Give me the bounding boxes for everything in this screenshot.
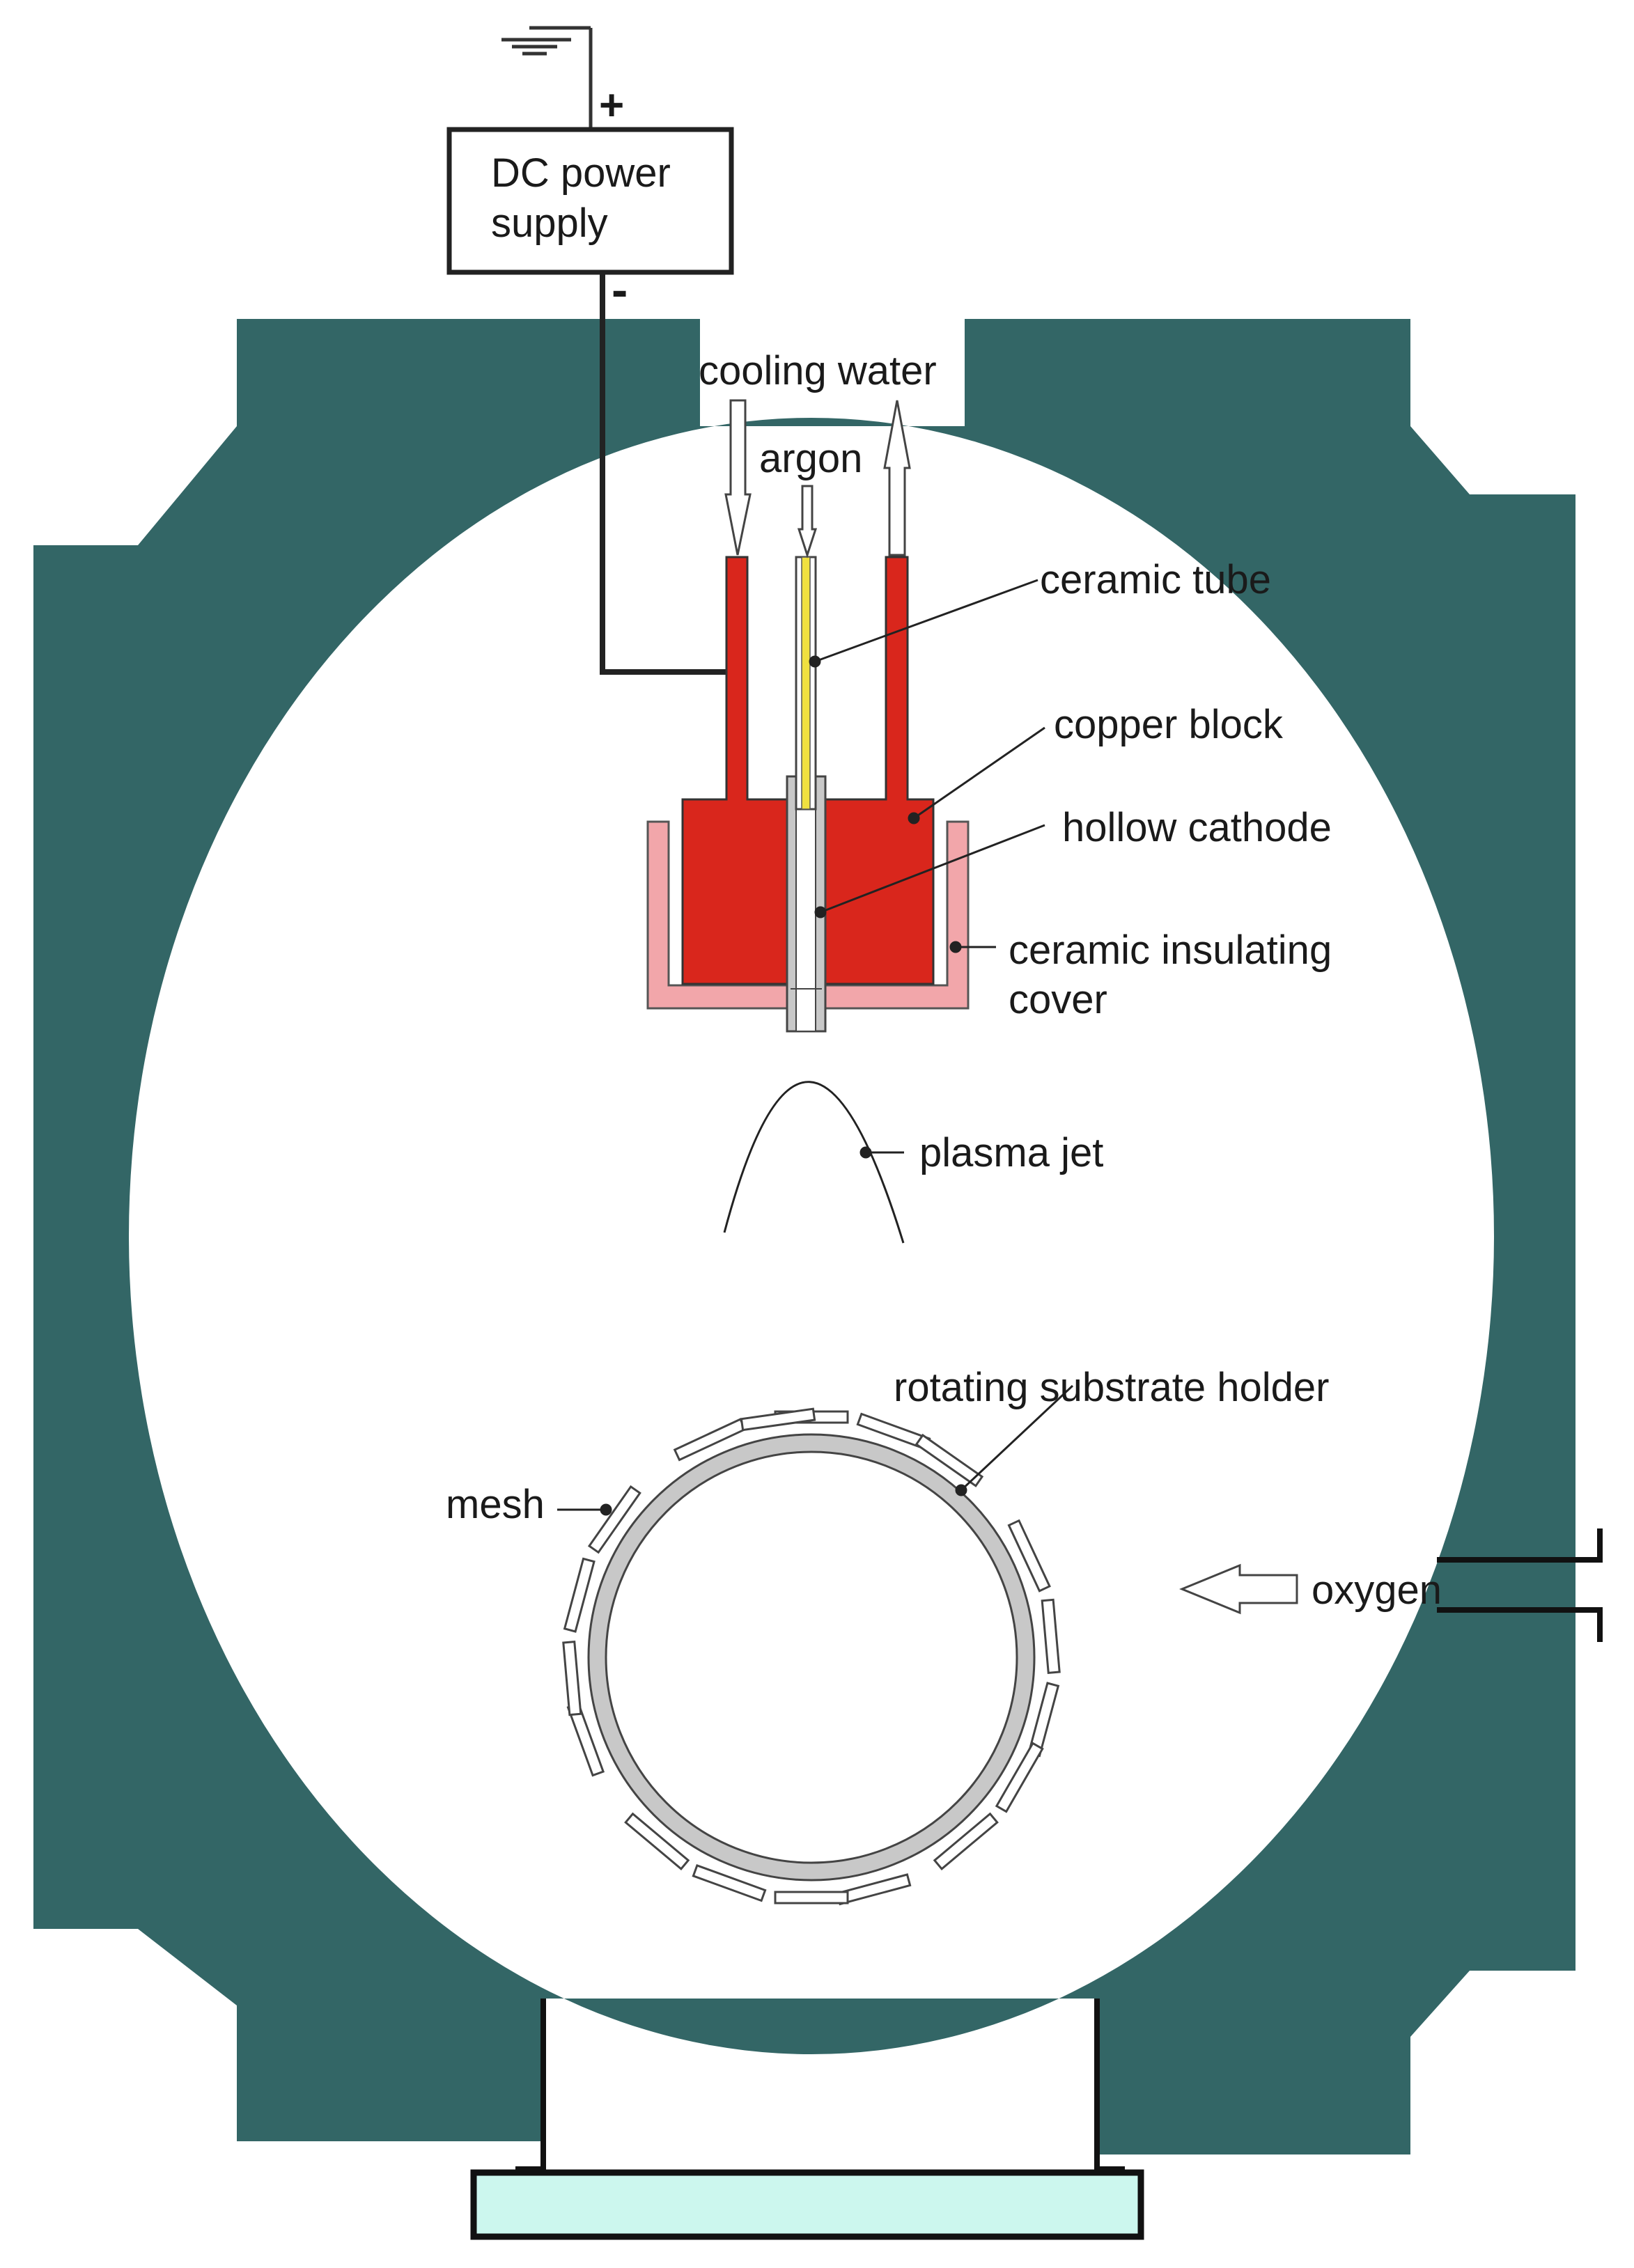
- negative-terminal-label: -: [612, 263, 628, 317]
- mesh-panel: [933, 1812, 999, 1870]
- cooling-water-label: cooling water: [699, 348, 937, 393]
- mesh-panels: [562, 1407, 1061, 1906]
- positive-terminal-label: +: [599, 81, 624, 130]
- mesh-panel: [563, 1557, 596, 1633]
- base-flange: [470, 1999, 1144, 2240]
- labels: cooling water argon ceramic tube copper …: [446, 348, 1442, 1613]
- oxygen-arrow: [1179, 1563, 1298, 1615]
- mesh-panel: [774, 1891, 849, 1905]
- mesh-label: mesh: [446, 1482, 545, 1527]
- power-supply-box: [446, 127, 734, 275]
- copper-block: [681, 556, 935, 985]
- mesh-panel: [740, 1407, 816, 1432]
- cooling-water-arrows: [724, 399, 911, 556]
- cathode-wire: [600, 272, 735, 675]
- plasma-jet: [723, 1081, 905, 1244]
- base-plate: [470, 2169, 1144, 2240]
- oxygen-label: oxygen: [1312, 1567, 1442, 1613]
- mesh-panel: [1007, 1519, 1051, 1593]
- mesh-panel: [692, 1863, 767, 1902]
- substrate-holder-label: rotating substrate holder: [894, 1365, 1329, 1410]
- power-supply-label-line1: DC power: [491, 150, 671, 196]
- oxygen-inlet-pipe: [1437, 1528, 1603, 1642]
- vacuum-chamber: [33, 319, 1575, 2154]
- substrate-ring-inner: [605, 1450, 1018, 1864]
- ceramic-tube-label: ceramic tube: [1040, 557, 1271, 602]
- insulating-cover-label-line1: ceramic insulating: [1009, 928, 1332, 973]
- rotating-substrate-holder: [562, 1407, 1061, 1906]
- mesh-panel: [587, 1485, 641, 1554]
- ceramic-tube: [795, 556, 817, 811]
- mesh-panel: [995, 1742, 1044, 1813]
- cooling-water-in-arrow: [724, 399, 752, 556]
- chamber-wall: [33, 319, 1575, 2154]
- insulating-cover-label-line2: cover: [1009, 977, 1107, 1022]
- mesh-panel: [1041, 1598, 1061, 1675]
- mesh-panel: [562, 1640, 582, 1716]
- ground-symbol: [501, 26, 593, 129]
- ceramic-insulating-cover: [646, 820, 970, 1010]
- mesh-panel: [915, 1433, 984, 1487]
- mesh-panel: [624, 1812, 690, 1870]
- hollow-cathode: [786, 775, 827, 1033]
- cooling-water-out-arrow: [883, 400, 911, 556]
- argon-arrow: [797, 485, 818, 558]
- hollow-cathode-label: hollow cathode: [1062, 805, 1332, 850]
- argon-label: argon: [759, 436, 862, 481]
- copper-block-label: copper block: [1054, 702, 1284, 747]
- plasma-jet-label: plasma jet: [919, 1130, 1103, 1175]
- dc-power-supply: DC power supply + -: [446, 81, 734, 317]
- power-supply-label-line2: supply: [491, 201, 608, 246]
- leader-lines: [557, 579, 1074, 1516]
